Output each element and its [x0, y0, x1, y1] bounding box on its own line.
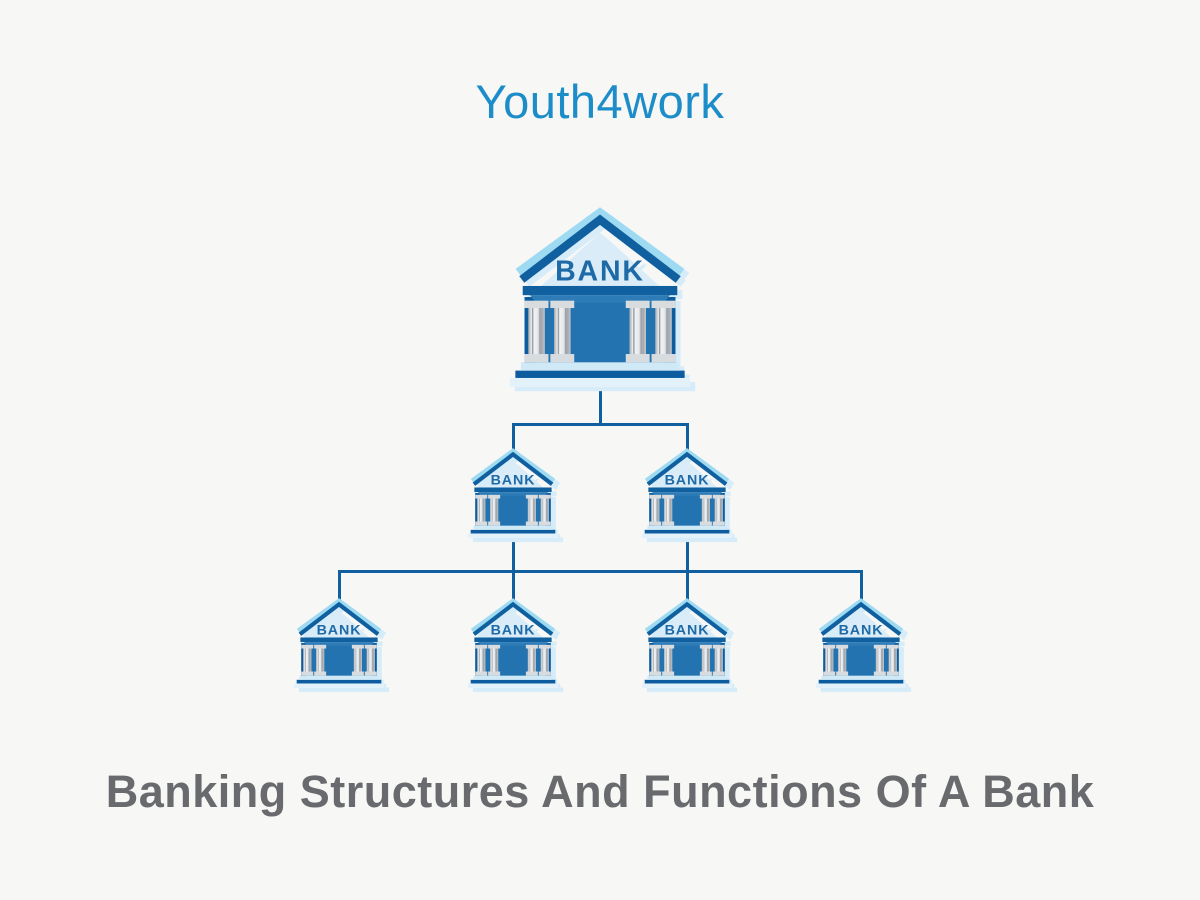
bank-building-shape: [642, 451, 732, 538]
bank-building-shape: [816, 601, 906, 688]
connector-branch1-down: [511, 534, 515, 600]
connector-branch2-drop: [685, 423, 689, 453]
bank-node-branch-1: BANK: [467, 447, 559, 539]
bank-icon: BANK: [508, 205, 692, 389]
bank-label: BANK: [317, 623, 362, 639]
brand-logo: Youth4work: [475, 75, 725, 128]
bank-label: BANK: [665, 473, 710, 489]
connector-branch1-drop: [511, 423, 515, 453]
bank-icon: BANK: [293, 597, 385, 689]
bank-building-shape: [468, 451, 558, 538]
bank-node-sub-branch-1: BANK: [293, 597, 385, 689]
bank-label: BANK: [839, 623, 884, 639]
bank-building-shape: [468, 601, 558, 688]
connector-level3-horizontal: [337, 570, 863, 573]
bank-building-shape: [510, 212, 690, 387]
bank-building-shape: [294, 601, 384, 688]
bank-label: BANK: [491, 473, 536, 489]
bank-node-sub-branch-4: BANK: [815, 597, 907, 689]
bank-icon: BANK: [467, 597, 559, 689]
connector-subbranch1-drop: [337, 570, 341, 603]
bank-node-sub-branch-3: BANK: [641, 597, 733, 689]
bank-node-head-office: BANK: [508, 205, 692, 389]
connector-root-vertical: [598, 384, 602, 425]
connector-level2-horizontal: [511, 423, 689, 426]
bank-icon: BANK: [815, 597, 907, 689]
bank-label: BANK: [665, 623, 710, 639]
bank-icon: BANK: [467, 447, 559, 539]
bank-icon: BANK: [641, 447, 733, 539]
bank-icon: BANK: [641, 597, 733, 689]
bank-label: BANK: [491, 623, 536, 639]
bank-node-sub-branch-2: BANK: [467, 597, 559, 689]
bank-building-shape: [642, 601, 732, 688]
bank-label: BANK: [555, 255, 645, 287]
connector-subbranch4-drop: [859, 570, 863, 603]
bank-node-branch-2: BANK: [641, 447, 733, 539]
connector-branch2-down: [685, 534, 689, 600]
caption-title: Banking Structures And Functions Of A Ba…: [105, 766, 1095, 817]
